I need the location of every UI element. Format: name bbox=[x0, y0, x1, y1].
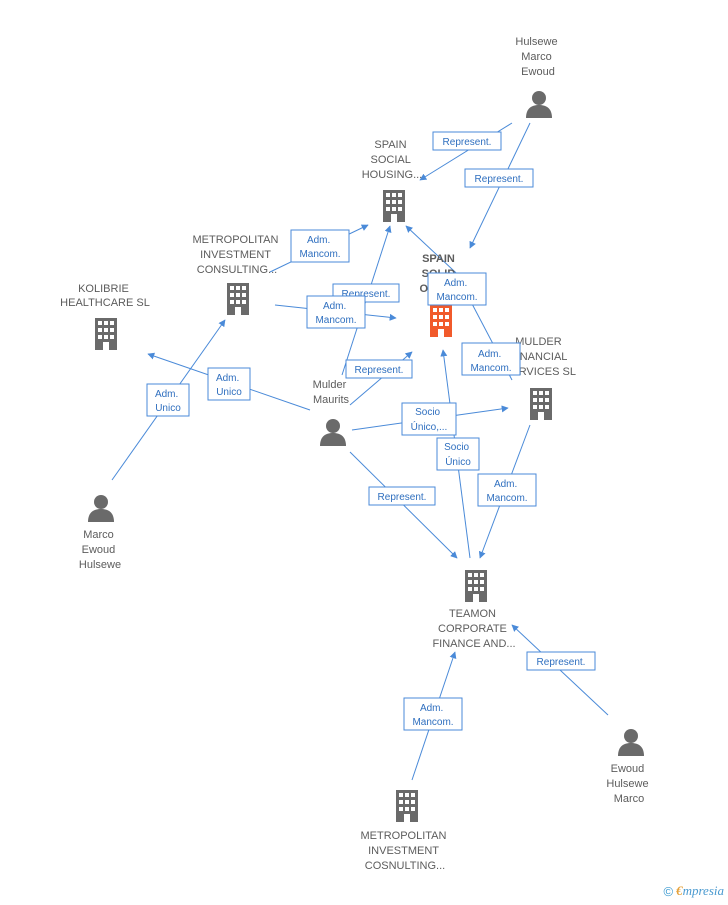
person-icon bbox=[320, 419, 346, 446]
svg-text:Socio Único: Socio Único bbox=[444, 442, 472, 468]
person-icon bbox=[526, 91, 552, 118]
edge-badge[interactable]: Adm. Mancom. bbox=[290, 229, 350, 263]
edges bbox=[111, 122, 609, 781]
svg-text:Represent.: Represent. bbox=[355, 365, 404, 376]
node-kolibrie[interactable] bbox=[95, 318, 117, 350]
svg-text:Represent.: Represent. bbox=[537, 657, 586, 668]
person-icon bbox=[88, 495, 114, 522]
svg-text:Represent.: Represent. bbox=[475, 174, 524, 185]
svg-text:Adm. Mancom.: Adm. Mancom. bbox=[470, 349, 511, 374]
node-marco-ewoud-label: Marco Ewoud Hulsewe bbox=[79, 529, 121, 571]
edge-badge[interactable]: Represent. bbox=[526, 651, 596, 671]
edge-badge[interactable]: Represent. bbox=[464, 168, 534, 188]
node-spain-solid[interactable] bbox=[430, 305, 452, 337]
building-icon bbox=[430, 305, 452, 337]
svg-text:Adm. Mancom.: Adm. Mancom. bbox=[436, 278, 477, 303]
edge-badge[interactable]: Socio Único,... bbox=[401, 402, 457, 436]
node-teamon-label: TEAMON CORPORATE FINANCE AND... bbox=[432, 608, 515, 650]
node-metro-consulting-label: METROPOLITAN INVESTMENT CONSULTING... bbox=[192, 234, 281, 276]
building-icon bbox=[396, 790, 418, 822]
node-spain-social[interactable] bbox=[383, 190, 405, 222]
edge-badge[interactable]: Represent. bbox=[368, 486, 436, 506]
footer-brand: © €mpresia bbox=[664, 883, 725, 899]
edge-badge[interactable]: Socio Único bbox=[436, 437, 480, 471]
edge-badge[interactable]: Represent. bbox=[432, 131, 502, 151]
building-icon bbox=[383, 190, 405, 222]
edge-badge[interactable]: Represent. bbox=[345, 359, 413, 379]
svg-text:Represent.: Represent. bbox=[443, 137, 492, 148]
building-icon bbox=[95, 318, 117, 350]
edge-badge[interactable]: Adm. Unico bbox=[207, 367, 251, 401]
edge-badge[interactable]: Adm. Unico bbox=[146, 383, 190, 417]
svg-text:Represent.: Represent. bbox=[342, 289, 391, 300]
node-metro-cosnulting-label: METROPOLITAN INVESTMENT COSNULTING... bbox=[360, 830, 449, 872]
node-marco-ewoud[interactable] bbox=[88, 495, 114, 522]
svg-text:Represent.: Represent. bbox=[378, 492, 427, 503]
node-kolibrie-label: KOLIBRIE HEALTHCARE SL bbox=[60, 283, 150, 309]
node-mulder-financial[interactable] bbox=[530, 388, 552, 420]
person-icon bbox=[618, 729, 644, 756]
svg-text:Adm. Mancom.: Adm. Mancom. bbox=[315, 301, 356, 326]
svg-text:Adm. Mancom.: Adm. Mancom. bbox=[412, 703, 453, 728]
copyright-symbol: © bbox=[663, 883, 674, 899]
edge-badge[interactable]: Adm. Mancom. bbox=[306, 295, 366, 329]
building-icon bbox=[227, 283, 249, 315]
node-hulsewe-top[interactable] bbox=[526, 91, 552, 118]
brand-logo: €mpresia bbox=[676, 883, 724, 898]
node-hulsewe-top-label: Hulsewe Marco Ewoud bbox=[515, 36, 560, 78]
edge-badge[interactable]: Adm. Mancom. bbox=[427, 272, 487, 306]
svg-text:Adm. Mancom.: Adm. Mancom. bbox=[299, 235, 340, 260]
building-icon bbox=[530, 388, 552, 420]
svg-text:Adm. Mancom.: Adm. Mancom. bbox=[486, 479, 527, 504]
svg-text:Adm. Unico: Adm. Unico bbox=[155, 389, 181, 414]
node-metro-cosnulting[interactable] bbox=[396, 790, 418, 822]
svg-text:Adm. Unico: Adm. Unico bbox=[216, 373, 242, 398]
node-ewoud-bottom-label: Ewoud Hulsewe Marco bbox=[606, 763, 651, 805]
edge-badge[interactable]: Adm. Mancom. bbox=[461, 342, 521, 376]
node-mulder-maurits-label: Mulder Maurits bbox=[313, 379, 350, 406]
edge-badge[interactable]: Adm. Mancom. bbox=[477, 473, 537, 507]
node-mulder-financial-label: MULDER FINANCIAL SERVICES SL bbox=[504, 336, 576, 378]
building-icon bbox=[465, 570, 487, 602]
node-mulder-maurits[interactable] bbox=[320, 419, 346, 446]
node-spain-social-label: SPAIN SOCIAL HOUSING... bbox=[362, 139, 423, 181]
svg-text:Socio Único,...: Socio Único,... bbox=[411, 407, 448, 433]
edge-badge[interactable]: Adm. Mancom. bbox=[403, 697, 463, 731]
node-teamon[interactable] bbox=[465, 570, 487, 602]
node-ewoud-bottom[interactable] bbox=[618, 729, 644, 756]
node-metro-consulting[interactable] bbox=[227, 283, 249, 315]
